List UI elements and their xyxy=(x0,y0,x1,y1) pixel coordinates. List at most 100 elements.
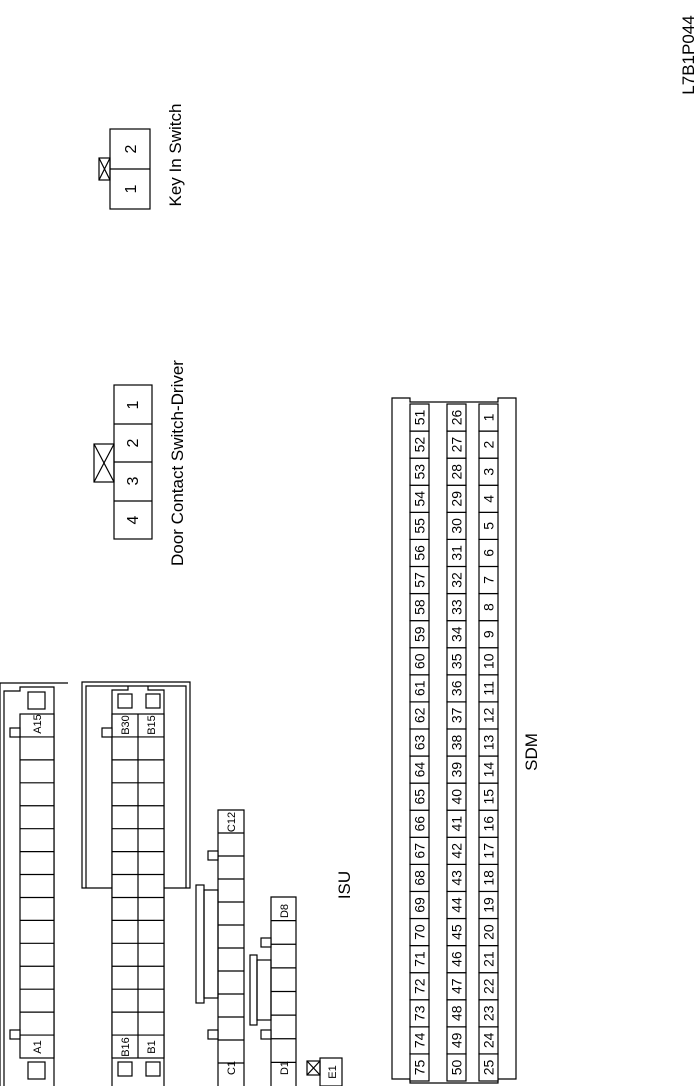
door-contact-switch-connector: 4 3 2 1 xyxy=(93,384,153,540)
sdm-pin-label: 57 xyxy=(412,572,428,588)
sdm-pin-label: 72 xyxy=(412,978,428,994)
sdm-pin-label: 52 xyxy=(412,437,428,453)
sdm-pin-label: 38 xyxy=(449,735,465,751)
sdm-pin-label: 48 xyxy=(449,1005,465,1021)
pin-label-b30: B30 xyxy=(120,715,132,735)
sdm-pin-label: 44 xyxy=(449,897,465,913)
lock-mark-icon xyxy=(98,157,111,181)
sdm-pin-label: 13 xyxy=(481,735,497,751)
sdm-pin-label: 27 xyxy=(449,437,465,453)
sdm-pin-label: 63 xyxy=(412,735,428,751)
pin-label-c1: C1 xyxy=(226,1061,238,1075)
pin-label-c12: C12 xyxy=(226,812,238,832)
sdm-pin-label: 40 xyxy=(449,789,465,805)
lock-mark-icon xyxy=(93,443,115,483)
pin-label: 2 xyxy=(123,144,140,153)
sdm-pin-label: 28 xyxy=(449,464,465,480)
sdm-pin-label: 50 xyxy=(449,1060,465,1076)
sdm-pin-label: 67 xyxy=(412,843,428,859)
pin-label-d8: D8 xyxy=(279,904,291,918)
sdm-pin-label: 49 xyxy=(449,1032,465,1048)
sdm-pin-label: 23 xyxy=(481,1005,497,1021)
sdm-pin-label: 24 xyxy=(481,1032,497,1048)
sdm-pin-label: 68 xyxy=(412,870,428,886)
sdm-pin-cell xyxy=(478,403,499,432)
pin-label-a1: A1 xyxy=(32,1040,44,1053)
sdm-pin-label: 51 xyxy=(412,410,428,426)
pin-label: 1 xyxy=(123,184,140,193)
sdm-pin-label: 69 xyxy=(412,897,428,913)
pin-label-e1: E1 xyxy=(327,1065,339,1078)
sdm-pin-label: 7 xyxy=(481,576,497,584)
sdm-pin-label: 62 xyxy=(412,707,428,723)
isu-label: ISU xyxy=(335,871,354,899)
sdm-pin-label: 12 xyxy=(481,707,497,723)
sdm-pin-label: 45 xyxy=(449,924,465,940)
sdm-pin-label: 71 xyxy=(412,951,428,967)
sdm-pin-label: 58 xyxy=(412,599,428,615)
sdm-pin-label: 21 xyxy=(481,951,497,967)
pin-label-b15: B15 xyxy=(146,715,158,735)
sdm-pin-label: 43 xyxy=(449,870,465,886)
sdm-pin-cell xyxy=(446,403,467,432)
sdm-pin-label: 39 xyxy=(449,762,465,778)
sdm-pin-label: 3 xyxy=(481,468,497,476)
sdm-pin-label: 16 xyxy=(481,816,497,832)
sdm-pin-label: 56 xyxy=(412,545,428,561)
sdm-pin-label: 37 xyxy=(449,707,465,723)
sdm-pin-label: 65 xyxy=(412,789,428,805)
sdm-pin-label: 14 xyxy=(481,762,497,778)
pin-label-b1: B1 xyxy=(146,1040,158,1053)
sdm-pin-label: 73 xyxy=(412,1005,428,1021)
lock-mark-icon xyxy=(306,1060,321,1076)
sdm-pin-label: 34 xyxy=(449,626,465,642)
sdm-label: SDM xyxy=(522,733,541,771)
sdm-pin-label: 46 xyxy=(449,951,465,967)
sdm-pin-label: 1 xyxy=(481,413,497,421)
sdm-pin-label: 36 xyxy=(449,680,465,696)
sdm-pin-label: 29 xyxy=(449,491,465,507)
sdm-pin-label: 17 xyxy=(481,843,497,859)
sdm-pin-label: 70 xyxy=(412,924,428,940)
sdm-pin-label: 18 xyxy=(481,870,497,886)
pin-label: 3 xyxy=(125,476,142,485)
sdm-pin-label: 60 xyxy=(412,653,428,669)
sdm-pin-label: 66 xyxy=(412,816,428,832)
sdm-pin-label: 11 xyxy=(481,681,497,696)
key-in-switch-label: Key In Switch xyxy=(166,104,185,207)
sdm-pin-label: 8 xyxy=(481,603,497,611)
pin-label-a15: A15 xyxy=(32,714,44,734)
sdm-pin-label: 41 xyxy=(449,816,465,832)
sdm-pin-label: 55 xyxy=(412,518,428,534)
sdm-pin-label: 20 xyxy=(481,924,497,940)
sdm-pin-label: 74 xyxy=(412,1032,428,1048)
sdm-pin-label: 35 xyxy=(449,653,465,669)
sdm-pin-label: 47 xyxy=(449,978,465,994)
isu-connector-a: A15 A1 xyxy=(0,682,68,1086)
sdm-pin-label: 64 xyxy=(412,762,428,778)
sdm-pin-label: 6 xyxy=(481,549,497,557)
pin-label: 1 xyxy=(125,400,142,409)
sdm-pin-label: 15 xyxy=(481,789,497,805)
sdm-pin-label: 2 xyxy=(481,440,497,448)
sdm-connector: 7574737271706968676665646362616059585756… xyxy=(391,397,517,1084)
isu-connector-e: E1 xyxy=(306,1057,343,1086)
sdm-pin-label: 19 xyxy=(481,897,497,913)
pin-label: 4 xyxy=(125,515,142,524)
sdm-pin-label: 30 xyxy=(449,518,465,534)
isu-connector-b: B30 B15 B16 B1 xyxy=(81,681,191,1086)
sdm-pin-label: 54 xyxy=(412,491,428,507)
sdm-pin-label: 31 xyxy=(449,545,465,561)
isu-connector-c: C12 C1 xyxy=(195,809,245,1086)
isu-connector-d: D8 D1 xyxy=(249,896,297,1086)
figure-code: L7B1P044 xyxy=(679,15,698,94)
sdm-pin-label: 5 xyxy=(481,522,497,530)
sdm-pin-label: 26 xyxy=(449,410,465,426)
sdm-pin-label: 32 xyxy=(449,572,465,588)
pin-label-d1: D1 xyxy=(279,1061,291,1075)
sdm-pin-label: 61 xyxy=(412,680,428,696)
pin-label-b16: B16 xyxy=(120,1037,132,1057)
sdm-pin-cell xyxy=(409,403,430,432)
sdm-pin-label: 4 xyxy=(481,495,497,503)
